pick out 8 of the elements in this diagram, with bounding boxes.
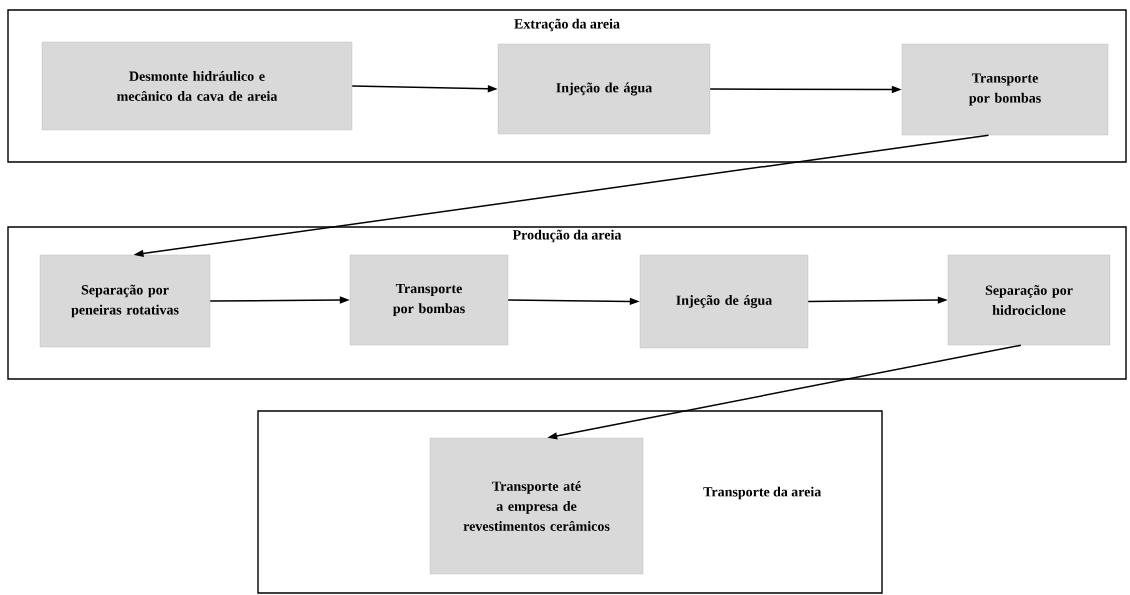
process-box: Desmonte hidráulico e mecânico da cava de areia: [41, 41, 353, 131]
process-box: Separação por peneiras rotativas: [39, 254, 211, 348]
process-box: Transporte por bombas: [349, 254, 509, 346]
process-box: Separação por hidrociclone: [947, 254, 1111, 346]
process-box: Injeção de água: [497, 43, 711, 135]
process-box: Transporte até a empresa de revestimentos cerâmicos: [429, 437, 644, 575]
process-box: Injeção de água: [639, 254, 809, 349]
process-box: Transporte por bombas: [901, 43, 1109, 136]
